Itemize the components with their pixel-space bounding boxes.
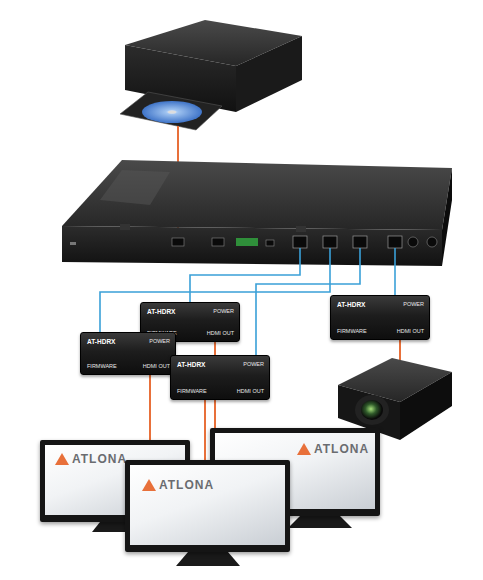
port-label: POWER <box>237 361 264 369</box>
disc-hole <box>168 110 176 113</box>
rj45-port <box>323 236 337 248</box>
port-label: HDMI OUT <box>397 328 424 335</box>
terminal-block <box>236 238 258 246</box>
port-label: POWER <box>207 308 234 316</box>
rj45-port <box>353 236 367 248</box>
unit-front <box>62 226 442 266</box>
power-jack <box>427 237 437 247</box>
port-label: HDMI OUT <box>237 388 264 395</box>
model-label: AT-HDRX <box>87 338 139 346</box>
cat-cable <box>190 248 300 302</box>
hdbaset-distributor <box>62 160 452 266</box>
receiver-box: AT-HDRX POWER FIRMWARE HDMI OUT <box>330 295 430 340</box>
receiver-box: AT-HDRX POWER FIRMWARE HDMI OUT <box>80 332 176 375</box>
power-jack <box>408 237 418 247</box>
disc-tray <box>120 92 222 130</box>
disc <box>142 101 202 123</box>
display-screen: ATLONA <box>125 460 290 552</box>
hdmi-cable <box>204 400 206 460</box>
unit-top <box>62 160 452 230</box>
port-label: HDMI OUT <box>207 330 234 337</box>
logo-mark <box>142 479 156 491</box>
projector-side <box>400 372 452 440</box>
model-label: AT-HDRX <box>337 301 393 309</box>
brand-logo: ATLONA <box>72 453 127 466</box>
unit-vent <box>100 170 170 205</box>
port-label: HDMI OUT <box>143 363 170 370</box>
player-side <box>236 36 302 112</box>
lens <box>361 400 383 420</box>
port-label: POWER <box>397 301 424 309</box>
usb-port <box>70 242 76 245</box>
brand-logo: ATLONA <box>314 443 369 456</box>
logo-mark <box>55 453 69 465</box>
cat-cable <box>394 248 396 295</box>
hdmi-cable <box>149 375 151 440</box>
unit-clip <box>120 224 130 230</box>
rj45-port <box>388 236 402 248</box>
hdmi-port <box>172 238 184 246</box>
tv-stand <box>288 516 352 528</box>
brand-logo: ATLONA <box>159 479 214 492</box>
model-label: AT-HDRX <box>147 308 203 316</box>
hdmi-port <box>212 238 224 246</box>
unit-side <box>442 168 452 266</box>
bluray-player <box>120 0 302 130</box>
port-label: FIRMWARE <box>87 363 139 370</box>
lens-ring <box>355 395 389 425</box>
unit-clip <box>296 226 306 232</box>
model-label: AT-HDRX <box>177 361 233 369</box>
port-label: FIRMWARE <box>177 388 233 395</box>
rj45-port <box>293 236 307 248</box>
tv-stand <box>176 552 240 566</box>
logo-mark <box>297 443 311 455</box>
receiver-box: AT-HDRX POWER FIRMWARE HDMI OUT <box>170 355 270 400</box>
port-label: FIRMWARE <box>337 328 393 335</box>
port-label: POWER <box>143 338 170 346</box>
ir-port <box>266 240 274 246</box>
